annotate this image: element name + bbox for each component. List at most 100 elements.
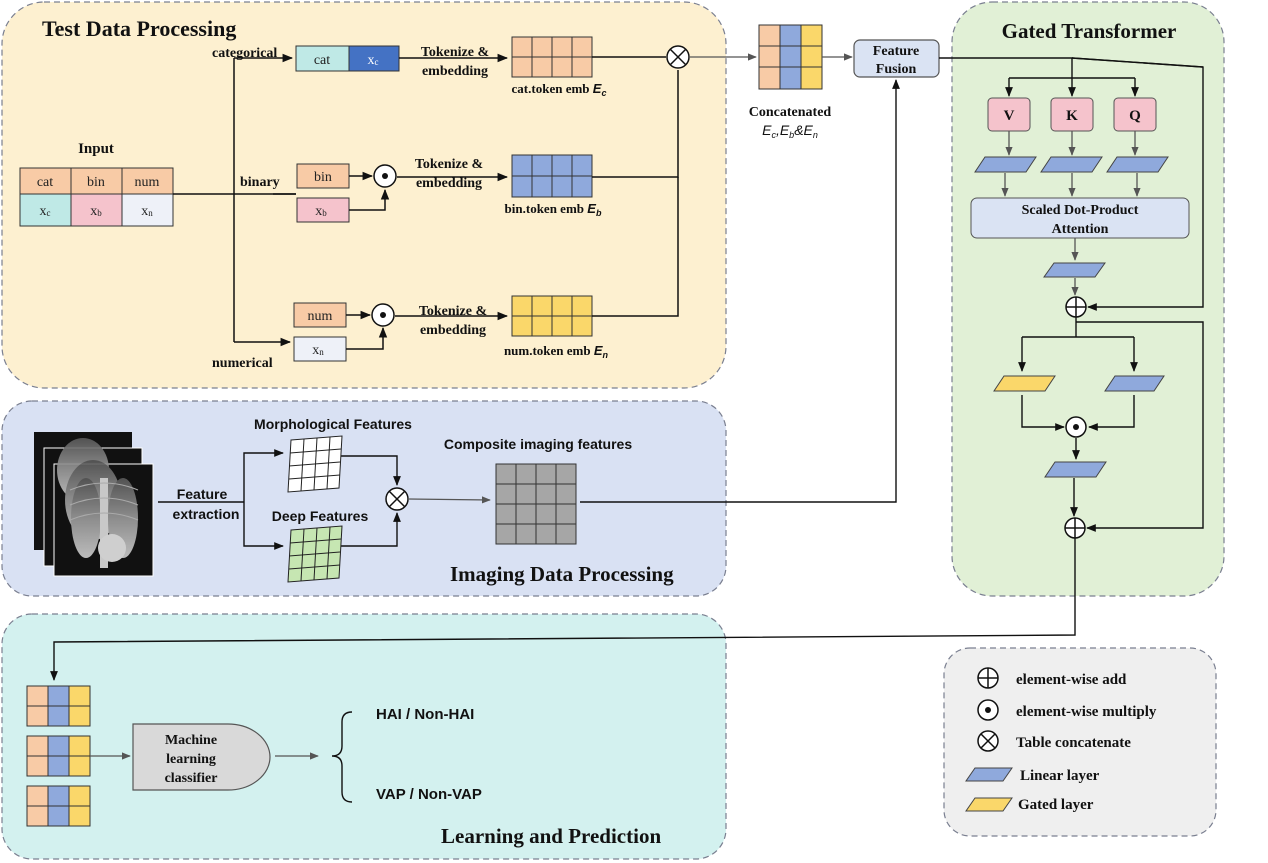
input-value-xb: xb [90, 204, 102, 219]
imaging-data-title: Imaging Data Processing [450, 562, 674, 586]
attention-line2: Attention [1052, 222, 1109, 237]
imaging-data-panel [1, 400, 727, 597]
concatenated-label: Concatenated [749, 105, 832, 120]
xray-image-stack [34, 432, 154, 577]
concatenated-formula: Ec,Eb&En [762, 122, 818, 140]
scaled-dot-product-attention-box [970, 197, 1190, 239]
tokenize-num-line1: Tokenize & [419, 304, 487, 319]
morphological-features-grid [287, 435, 343, 493]
concatenate-icon [385, 487, 409, 511]
input-header-num: num [135, 175, 160, 190]
cat-token-embedding-grid [511, 36, 593, 78]
legend-gated-layer-icon [965, 797, 1013, 812]
test-data-title: Test Data Processing [42, 16, 236, 41]
legend-add-label: element-wise add [1016, 672, 1127, 688]
tokenize-bin-line1: Tokenize & [415, 157, 483, 172]
xb-chip-label: xb [315, 204, 327, 219]
bin-token-embedding-grid [511, 154, 593, 198]
bin-chip-label: bin [314, 170, 332, 185]
cat-chip [295, 45, 350, 72]
bin-chip [296, 163, 350, 189]
imaging-to-fusion-connector [580, 79, 900, 503]
tokenize-cat-line1: Tokenize & [421, 45, 489, 60]
xb-chip [296, 197, 350, 223]
num-chip-label: num [308, 309, 333, 324]
add-icon [1064, 517, 1086, 539]
tokenize-cat-line2: embedding [422, 64, 488, 79]
ml-classifier-shape [132, 723, 271, 791]
num-token-embedding-grid [511, 295, 593, 337]
output-brace [331, 711, 353, 803]
composite-imaging-grid [495, 463, 577, 545]
transformer-output-connector [50, 538, 1076, 681]
gated-transformer-panel [951, 1, 1225, 597]
legend-linear-label: Linear layer [1020, 768, 1100, 784]
v-label: V [1004, 108, 1015, 124]
cat-chip-label: cat [314, 53, 330, 68]
ml-classifier-line1: Machine [165, 733, 217, 748]
input-table: cat bin num xc xb xn [19, 167, 174, 227]
binary-label: binary [240, 175, 280, 190]
output-hai: HAI / Non-HAI [376, 706, 474, 723]
xc-chip [348, 45, 400, 72]
linear-layer-v [974, 156, 1037, 173]
feature-fusion-line2: Fusion [876, 62, 917, 77]
multiply-icon [373, 164, 397, 188]
legend-multiply-icon [977, 699, 999, 721]
linear-layer-gate-out [1044, 461, 1107, 478]
linear-layer-attn-out [1043, 262, 1106, 278]
legend-gated-label: Gated layer [1018, 797, 1094, 813]
deep-features-label: Deep Features [272, 508, 369, 524]
morphological-features-label: Morphological Features [254, 416, 412, 432]
num-token-emb-label: num.token emb En [504, 343, 609, 360]
tokenize-bin-line2: embedding [416, 176, 482, 191]
learning-input-grids [26, 685, 91, 827]
legend-linear-layer-icon [965, 767, 1013, 782]
branch-connectors [173, 53, 296, 347]
k-label: K [1066, 108, 1078, 124]
linear-layer-branch [1104, 375, 1165, 392]
input-value-xc: xc [40, 204, 51, 219]
input-value-xn: xn [141, 204, 153, 219]
learning-panel [1, 613, 727, 860]
ml-classifier-line2: learning [166, 752, 216, 767]
linear-layer-k [1040, 156, 1103, 173]
categorical-label: categorical [212, 46, 277, 61]
tokenize-num-line2: embedding [420, 323, 486, 338]
concatenate-icon [666, 45, 690, 69]
numerical-label: numerical [212, 356, 273, 371]
xc-chip-label: xc [368, 53, 379, 68]
v-box [987, 97, 1031, 132]
k-box [1050, 97, 1094, 132]
composite-imaging-label: Composite imaging features [444, 436, 632, 452]
legend-concatenate-label: Table concatenate [1016, 735, 1131, 751]
feature-extraction-line1: Feature [177, 486, 228, 502]
q-label: Q [1129, 108, 1141, 124]
add-icon [1065, 296, 1087, 318]
input-header-bin: bin [87, 175, 105, 190]
output-vap: VAP / Non-VAP [376, 786, 482, 803]
test-data-panel [1, 1, 727, 389]
cat-token-emb-label: cat.token emb Ec [512, 81, 607, 98]
feature-extraction-line2: extraction [173, 506, 240, 522]
concatenated-embedding-grid [758, 24, 823, 90]
legend-add-icon [977, 667, 999, 689]
q-box [1113, 97, 1157, 132]
xn-chip-label: xn [312, 343, 324, 358]
gated-transformer-title: Gated Transformer [1002, 19, 1177, 43]
attention-line1: Scaled Dot-Product [1022, 203, 1139, 218]
bin-token-emb-label: bin.token emb Eb [505, 201, 602, 218]
multiply-icon [371, 303, 395, 327]
gated-layer [993, 375, 1056, 392]
legend-multiply-label: element-wise multiply [1016, 704, 1157, 720]
feature-fusion-line1: Feature [873, 44, 919, 59]
input-header-cat: cat [37, 175, 53, 190]
learning-title: Learning and Prediction [441, 824, 661, 848]
multiply-icon [1065, 416, 1087, 438]
linear-layer-q [1106, 156, 1169, 173]
ml-classifier-line3: classifier [165, 771, 218, 786]
deep-features-grid [287, 525, 343, 583]
legend-concatenate-icon [977, 730, 999, 752]
input-title: Input [78, 141, 114, 157]
